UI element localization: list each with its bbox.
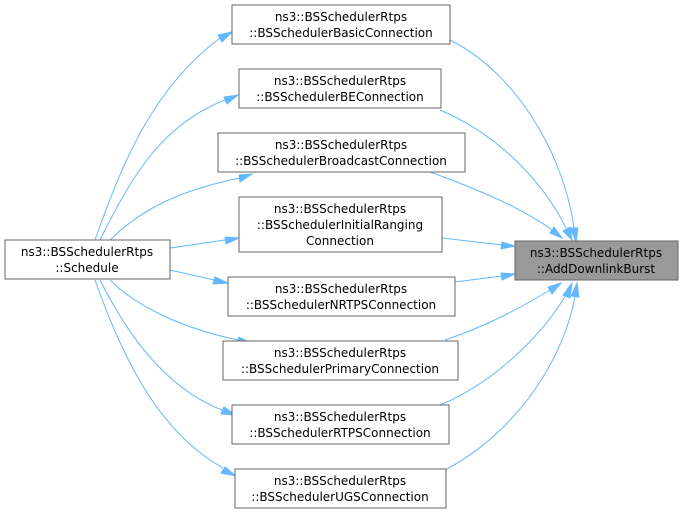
node-basic-line-1: ns3::BSSchedulerRtps [275,10,407,24]
node-rtps-connection[interactable]: ns3::BSSchedulerRtps ::BSSchedulerRTPSCo… [231,404,450,445]
node-be-connection[interactable]: ns3::BSSchedulerRtps ::BSSchedulerBEConn… [238,68,442,109]
node-primary-line-1: ns3::BSSchedulerRtps [274,346,406,360]
edge-schedule-to-be [99,99,226,241]
node-primary-connection[interactable]: ns3::BSSchedulerRtps ::BSSchedulerPrimar… [222,340,459,381]
arrowhead-be [223,94,240,105]
node-add-downlink-burst-line-2: ::AddDownlinkBurst [537,262,656,276]
node-add-downlink-burst-line-1: ns3::BSSchedulerRtps [530,246,662,260]
node-rtps-line-1: ns3::BSSchedulerRtps [274,410,406,424]
arrowhead-add-from-primary [547,282,563,295]
edge-broadcast-to-add-downlink-burst [429,171,553,231]
arrowhead-add-from-be [562,226,573,242]
node-nrtps-line-2: ::BSSchedulerNRTPSConnection [246,298,436,312]
nodes: ns3::BSSchedulerRtps ::Schedule ns3::BSS… [4,4,679,509]
node-ugs-line-2: ::BSSchedulerUGSConnection [251,490,428,504]
node-primary-line-2: ::BSSchedulerPrimaryConnection [241,362,439,376]
node-initial-ranging-line-1: ns3::BSSchedulerRtps [274,202,406,216]
node-initial-ranging-connection[interactable]: ns3::BSSchedulerRtps ::BSSchedulerInitia… [238,196,443,253]
edge-schedule-to-basic [94,37,221,241]
node-ugs-connection[interactable]: ns3::BSSchedulerRtps ::BSSchedulerUGSCon… [234,468,447,509]
node-basic-connection[interactable]: ns3::BSSchedulerRtps ::BSSchedulerBasicC… [231,4,451,45]
node-broadcast-connection[interactable]: ns3::BSSchedulerRtps ::BSSchedulerBroadc… [217,132,466,173]
edge-initial-ranging-to-add-downlink-burst [441,237,503,246]
node-schedule-line-2: ::Schedule [55,261,118,275]
arrowhead-add-from-broadcast [549,226,564,240]
node-ugs-line-1: ns3::BSSchedulerRtps [274,474,406,488]
node-broadcast-line-2: ::BSSchedulerBroadcastConnection [235,154,447,168]
arrowhead-basic [217,31,234,43]
edge-schedule-to-ugs [94,279,224,469]
arrowhead-ugs [220,466,237,477]
arrowhead-initial-ranging [224,236,240,245]
edge-rtps-to-add-downlink-burst [439,294,567,406]
edge-schedule-to-primary [109,279,239,341]
node-add-downlink-burst[interactable]: ns3::BSSchedulerRtps ::AddDownlinkBurst [514,240,679,281]
edge-schedule-to-nrtps [169,269,215,281]
edges [94,31,580,477]
arrowhead-broadcast [238,173,254,183]
node-schedule-line-1: ns3::BSSchedulerRtps [21,245,153,259]
edge-be-to-add-downlink-burst [439,109,567,229]
arrowhead-add-from-rtps [562,281,573,299]
node-broadcast-line-1: ns3::BSSchedulerRtps [275,138,407,152]
node-be-line-1: ns3::BSSchedulerRtps [274,74,406,88]
edge-schedule-to-broadcast [109,177,241,241]
edge-ugs-to-add-downlink-burst [444,295,576,471]
arrowhead-nrtps [212,276,229,285]
arrowhead-add-from-ugs [570,281,580,298]
node-initial-ranging-line-3: Connection [306,234,374,248]
node-schedule[interactable]: ns3::BSSchedulerRtps ::Schedule [4,239,171,280]
node-nrtps-connection[interactable]: ns3::BSSchedulerRtps ::BSSchedulerNRTPSC… [227,276,456,317]
edge-primary-to-add-downlink-burst [444,289,551,341]
arrowhead-add-from-nrtps [500,272,516,281]
edge-nrtps-to-add-downlink-burst [454,275,503,283]
node-be-line-2: ::BSSchedulerBEConnection [256,90,424,104]
node-rtps-line-2: ::BSSchedulerRTPSConnection [249,426,430,440]
edge-schedule-to-rtps [99,279,223,411]
arrowhead-add-from-initial-ranging [500,241,517,250]
edge-schedule-to-initial-ranging [169,239,226,249]
edge-basic-to-add-downlink-burst [449,39,575,229]
node-initial-ranging-line-2: ::BSSchedulerInitialRanging [257,218,423,232]
arrowhead-add-from-basic [569,227,579,243]
node-nrtps-line-1: ns3::BSSchedulerRtps [275,282,407,296]
node-basic-line-2: ::BSSchedulerBasicConnection [249,26,432,40]
